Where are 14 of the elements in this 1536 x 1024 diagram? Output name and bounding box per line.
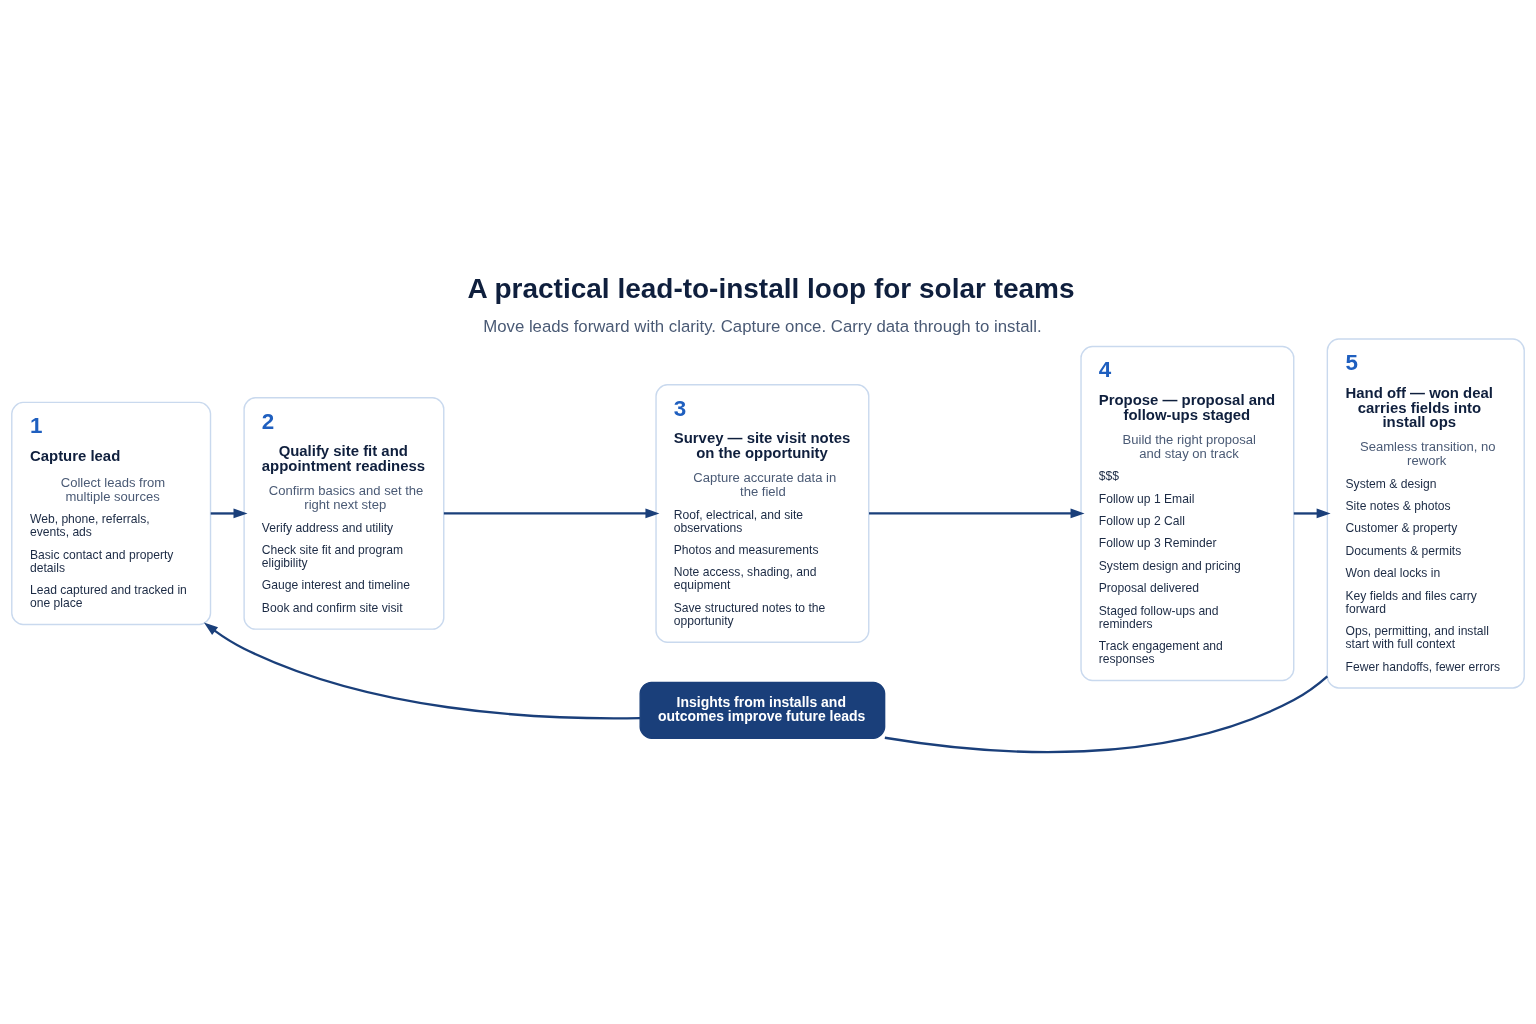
arrow bbox=[210, 508, 248, 518]
node-box: 3 Survey — site visit notes on the opportunity Capture accurate data in the field Roof, electrical, and site observations Photos and measurements Note access, shading, and equipment Save structured notes to the opportunity bbox=[655, 383, 870, 643]
node-box: Insights from installs and outcomes improve future leads bbox=[639, 681, 886, 739]
arrow bbox=[443, 508, 660, 518]
node-box: 4 Propose — proposal and follow-ups staged Build the right proposal and stay on track $$$ Follow up 1 Email Follow up 2 Call Follow up 3 Reminder System design and pricing Proposal delivered Staged follow-ups and reminders Track engagement and responses bbox=[1080, 345, 1295, 681]
arrow bbox=[869, 508, 1085, 518]
diagram-title: A practical lead-to-install loop for solar teams bbox=[467, 272, 1075, 304]
arrow bbox=[1293, 508, 1331, 518]
node-box: 5 Hand off — won deal carries fields into install ops Seamless transition, no rework System & design Site notes & photos Customer & property Documents & permits Won deal locks in Key fields and files carry forward Ops, permitting, and install start with full context Fewer handoffs, fewer errors bbox=[1326, 337, 1525, 689]
arrow bbox=[203, 622, 641, 719]
node-box: 1 Capture lead Collect leads from multiple sources Web, phone, referrals, events, ads Basic contact and property details Lead captured and tracked in one place bbox=[11, 401, 212, 625]
label: Move leads forward with clarity. Capture once. Carry data through to install. bbox=[483, 316, 1042, 336]
connector bbox=[884, 675, 1329, 753]
node-box: 2 Qualify site fit and appointment readiness Confirm basics and set the right next step Verify address and utility Check site fit and program eligibility Gauge interest and timeline Book and confirm site visit bbox=[243, 396, 445, 630]
